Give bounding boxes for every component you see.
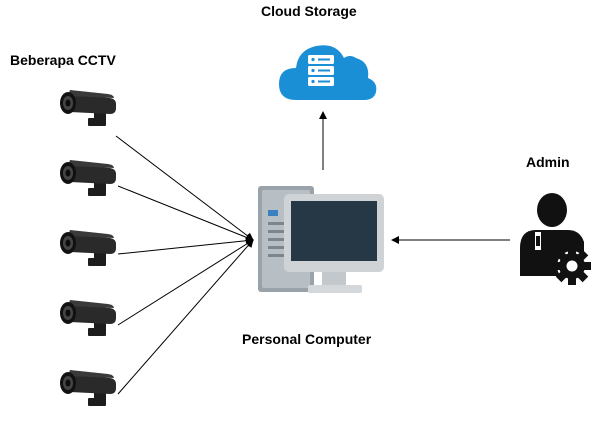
cctv-camera-5 [60, 370, 116, 406]
personal-computer-label: Personal Computer [242, 331, 372, 347]
connection-line-5 [117, 239, 254, 395]
cctv-group-label: Beberapa CCTV [10, 52, 116, 68]
connection-line-1 [115, 135, 254, 241]
cctv-camera-1 [60, 90, 116, 126]
admin-label: Admin [526, 154, 570, 170]
cloud-storage-label: Cloud Storage [261, 3, 357, 19]
cctv-camera-2 [60, 160, 116, 196]
connection-line-3 [117, 236, 254, 255]
cctv-camera-4 [60, 300, 116, 336]
admin-user-gear-icon [520, 193, 591, 285]
connection-line-2 [117, 185, 254, 242]
desktop-computer-icon [258, 186, 384, 293]
cctv-camera-3 [60, 230, 116, 266]
camera-connections [115, 135, 254, 395]
connection-line-4 [117, 239, 254, 326]
cloud-database-icon [279, 45, 377, 100]
